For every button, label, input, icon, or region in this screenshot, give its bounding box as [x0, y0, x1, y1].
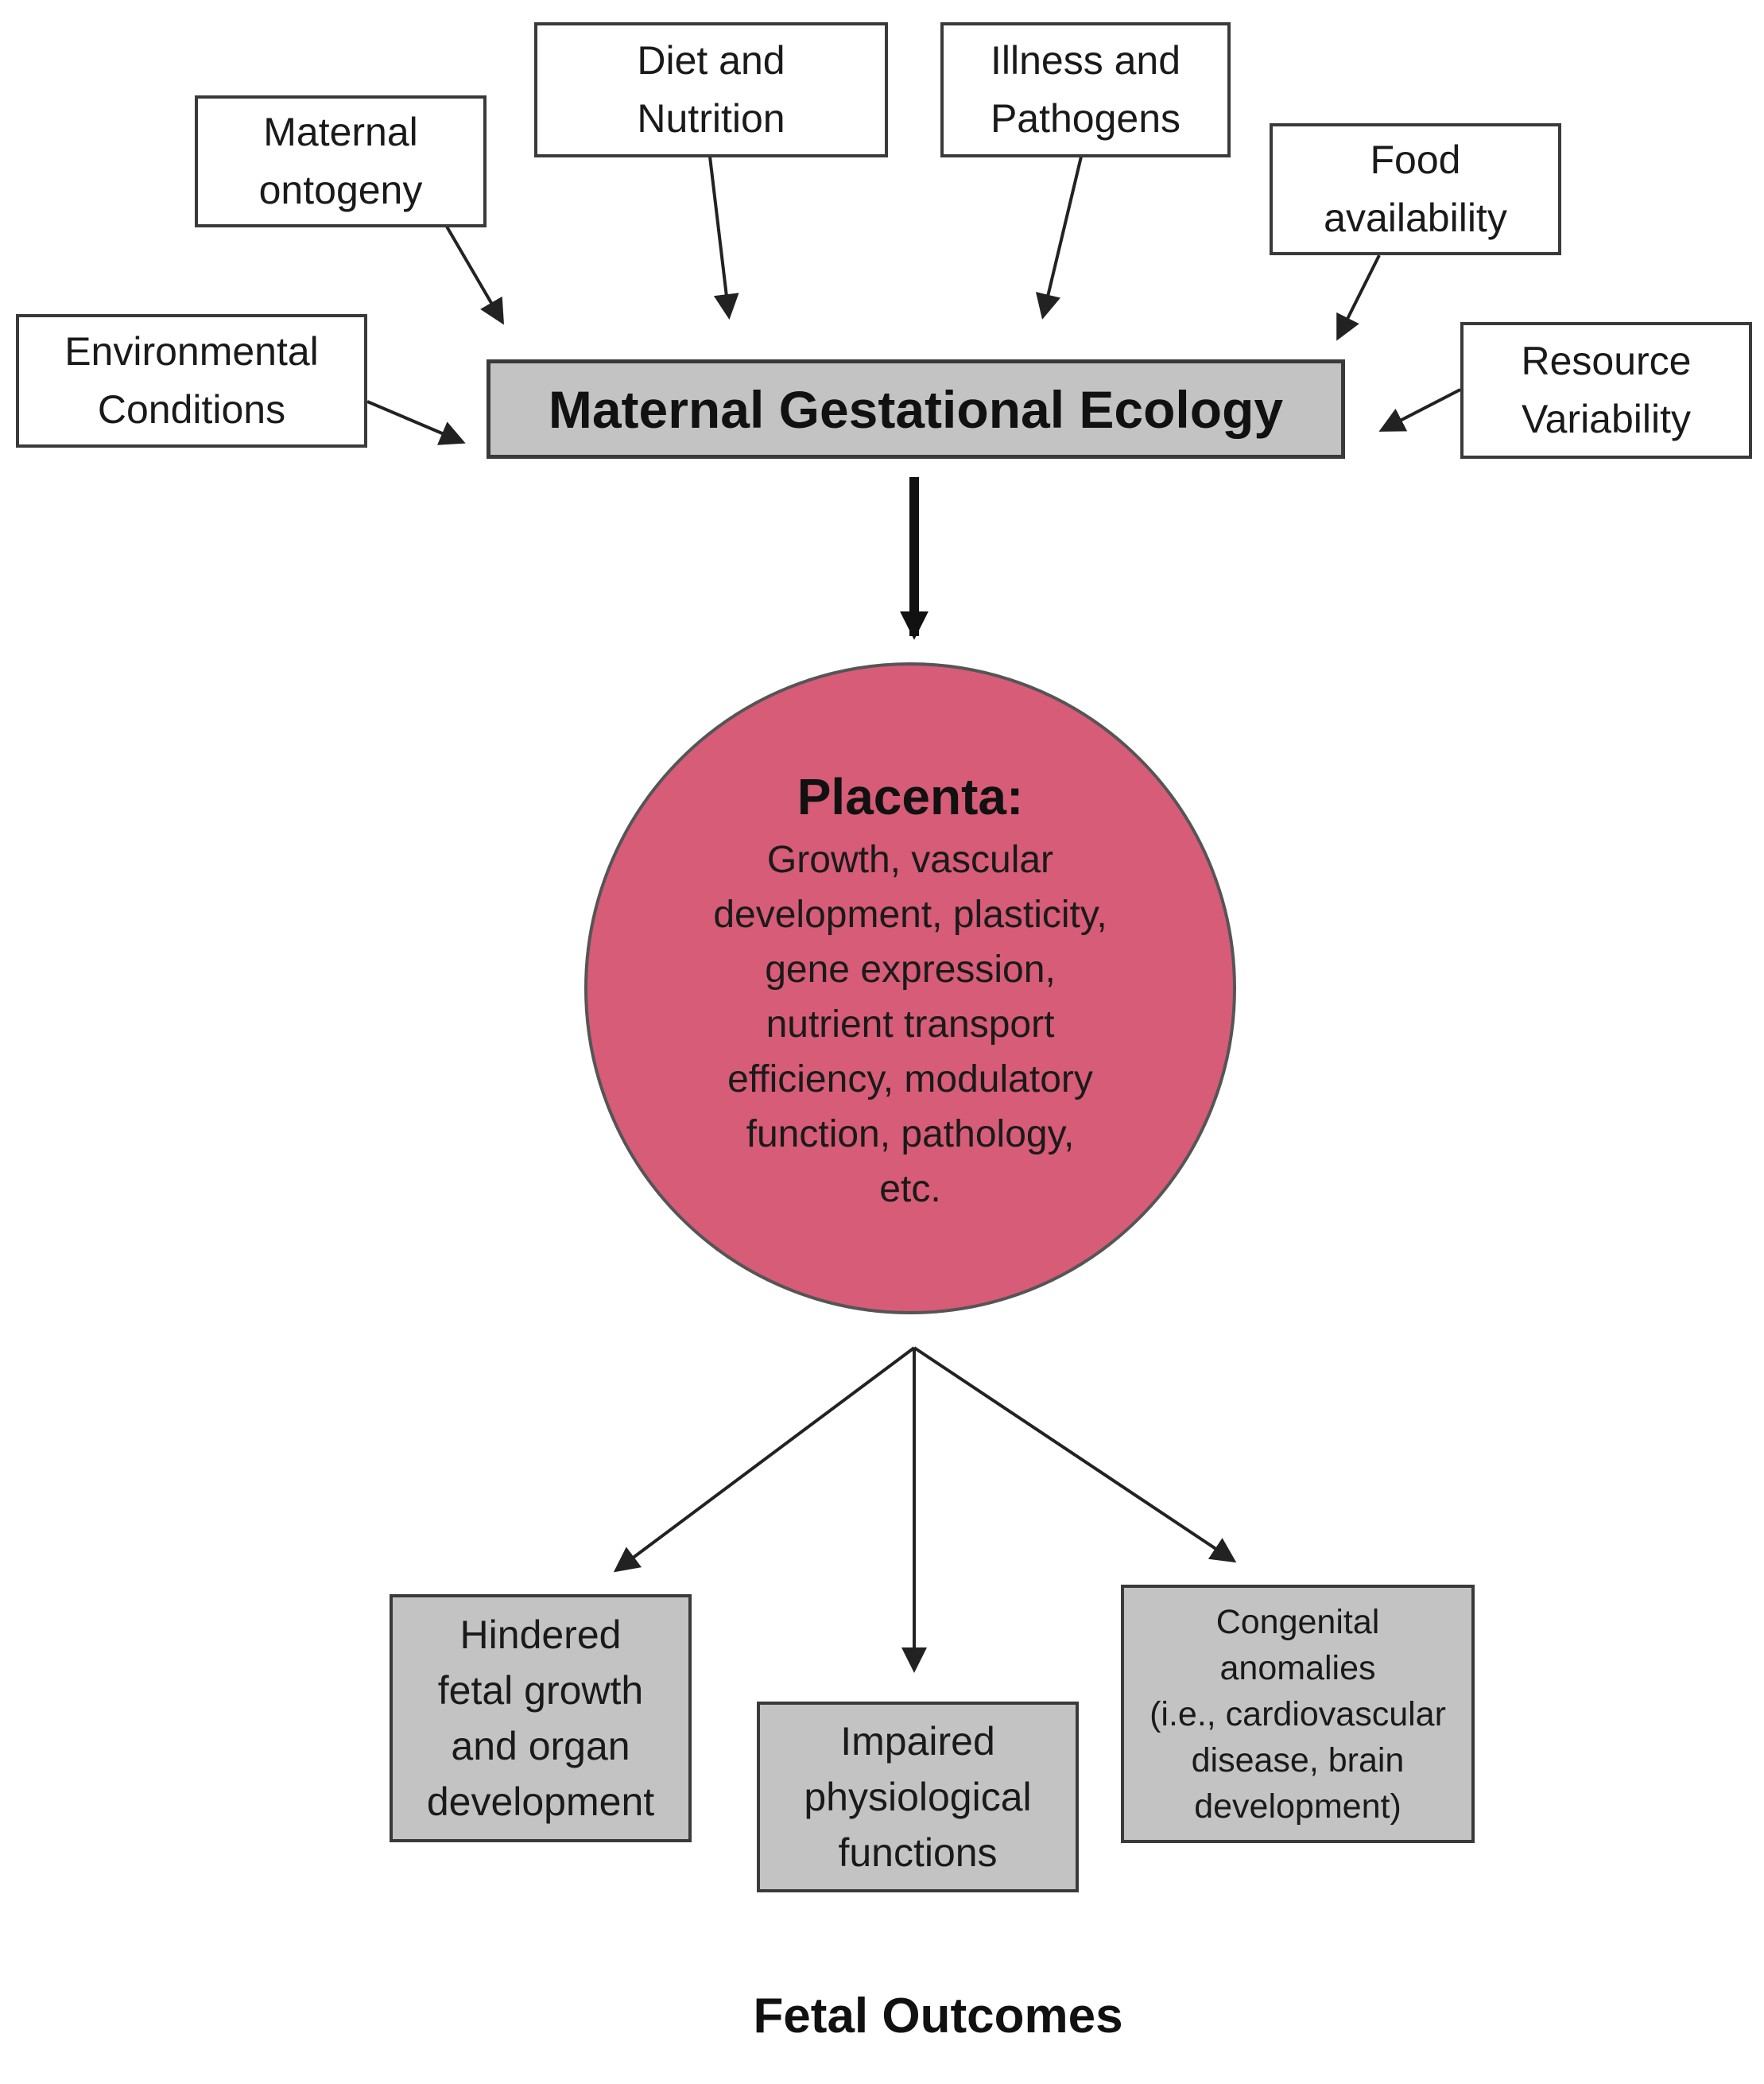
central-label: Maternal Gestational Ecology	[548, 379, 1284, 439]
factor-box-resource-variability: Resource Variability	[1460, 322, 1752, 459]
outcome-box-impaired-functions: Impaired physiological functions	[757, 1702, 1079, 1892]
arrow-illness-pathogens	[1035, 156, 1083, 320]
factor-label: Illness and Pathogens	[990, 38, 1181, 141]
arrow-diet-nutrition	[708, 156, 739, 320]
placenta-description: Growth, vascular development, plasticity…	[713, 838, 1107, 1210]
outcome-label: Congenital anomalies (i.e., cardiovascul…	[1150, 1602, 1446, 1826]
placenta-title: Placenta:	[797, 767, 1024, 825]
factor-label: Food availability	[1324, 138, 1507, 240]
factor-box-illness-pathogens: Illness and Pathogens	[940, 22, 1231, 157]
outcome-label: Impaired physiological functions	[804, 1719, 1032, 1875]
factor-box-diet-nutrition: Diet and Nutrition	[534, 22, 888, 157]
factor-box-maternal-ontogeny: Maternal ontogeny	[195, 95, 487, 227]
arrow-environmental-conditions	[366, 400, 466, 445]
outcome-label: Hindered fetal growth and organ developm…	[426, 1612, 655, 1824]
placenta-circle: Placenta: Growth, vascular development, …	[584, 662, 1236, 1314]
factor-label: Diet and Nutrition	[637, 38, 785, 141]
arrow-resource-variability	[1378, 388, 1461, 432]
factor-box-environmental-conditions: Environmental Conditions	[16, 314, 367, 448]
arrow-maternal-ontogeny	[445, 225, 505, 325]
fetal-outcomes-label: Fetal Outcomes	[753, 1989, 1123, 2043]
factor-box-food-availability: Food availability	[1270, 123, 1561, 255]
factor-label: Environmental Conditions	[64, 329, 319, 432]
arrow-to-hindered-growth	[613, 1346, 916, 1573]
factor-label: Resource Variability	[1521, 339, 1692, 441]
arrow-to-congenital-anomalies	[913, 1346, 1237, 1563]
outcome-box-congenital-anomalies: Congenital anomalies (i.e., cardiovascul…	[1121, 1585, 1475, 1843]
arrow-food-availability	[1336, 254, 1381, 341]
central-box-maternal-gestational-ecology: Maternal Gestational Ecology	[487, 359, 1345, 459]
outcome-box-hindered-growth: Hindered fetal growth and organ developm…	[390, 1594, 692, 1842]
factor-label: Maternal ontogeny	[258, 110, 423, 212]
